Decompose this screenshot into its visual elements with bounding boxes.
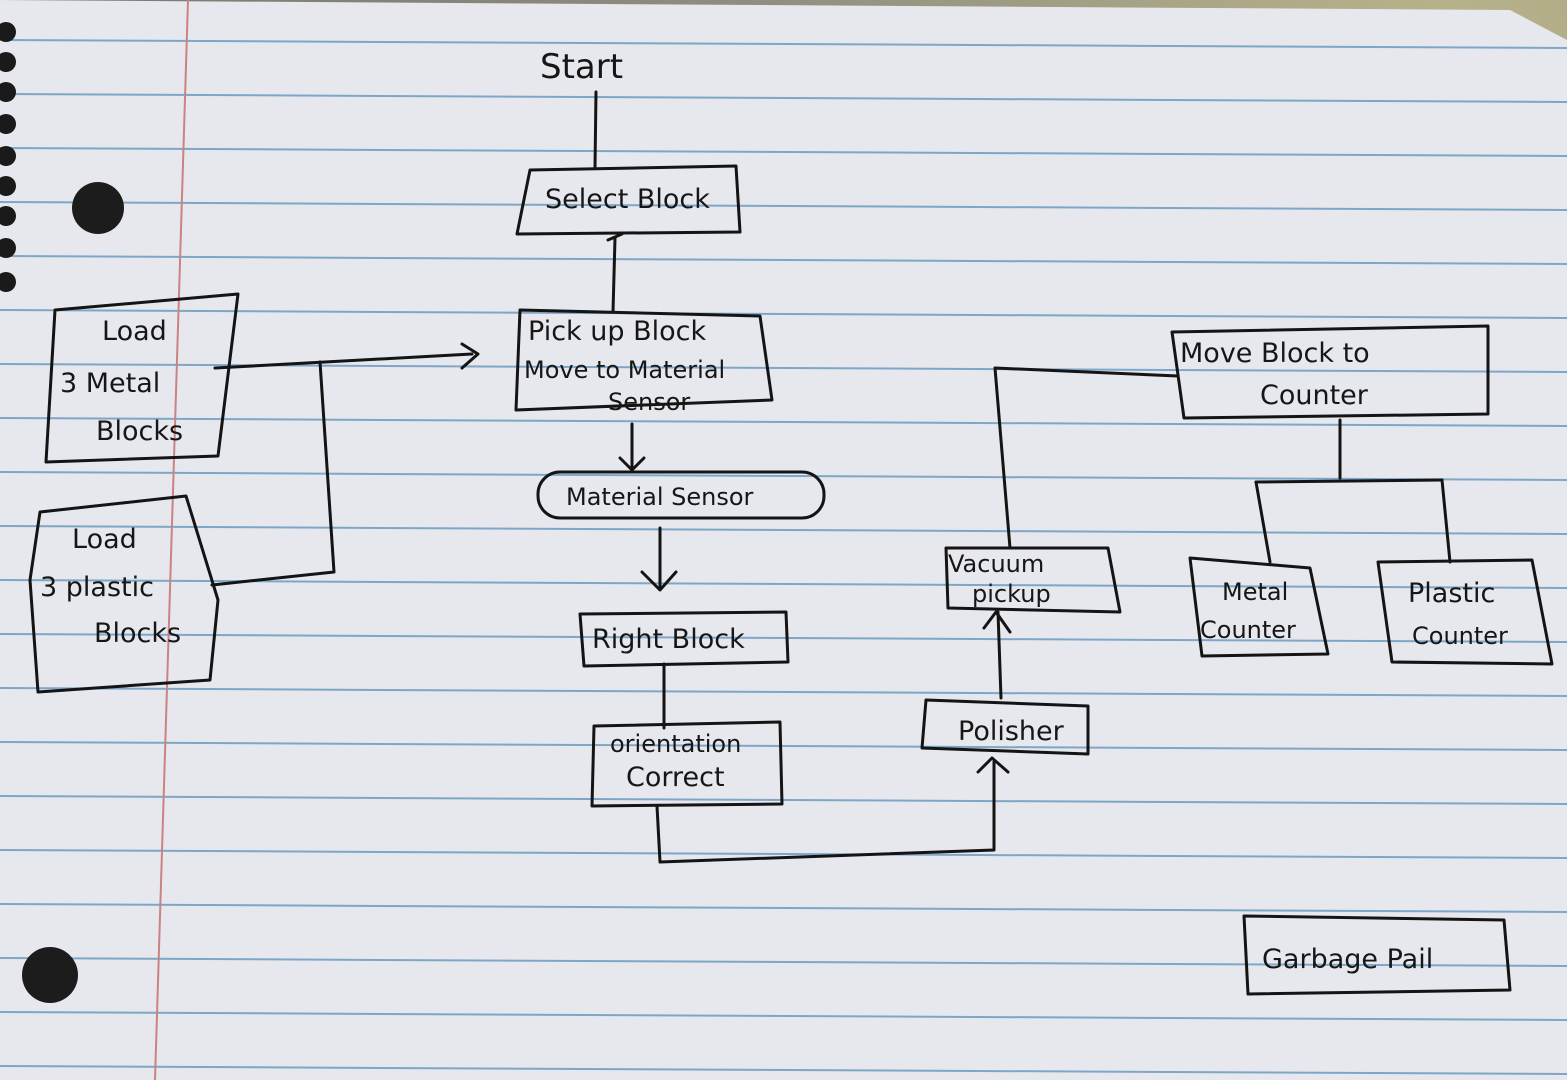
ruled-line (0, 93, 1567, 103)
orientation-line-2: Correct (626, 762, 725, 793)
right-block-node: Right Block (578, 610, 790, 668)
ruled-line (0, 795, 1567, 805)
garbage-pail-node: Garbage Pail (1242, 914, 1512, 996)
move-block-line-2: Counter (1260, 380, 1369, 411)
vacuum-line-1: Vacuum (948, 550, 1044, 578)
start-label: Start (540, 47, 623, 87)
load-plastic-line-3: Blocks (94, 618, 181, 649)
pick-up-line-3: Sensor (608, 388, 690, 416)
select-block-label: Select Block (545, 184, 710, 215)
ruled-line (0, 849, 1567, 859)
move-block-line-1: Move Block to (1180, 338, 1370, 369)
spiral-binding (0, 22, 16, 292)
ruled-line (0, 687, 1567, 697)
margin-line (154, 0, 189, 1080)
ruled-line (0, 579, 1567, 589)
load-metal-line-1: Load (102, 316, 167, 347)
garbage-pail-label: Garbage Pail (1262, 944, 1433, 975)
orientation-correct-node: orientation Correct (590, 720, 784, 808)
pick-up-line-1: Pick up Block (528, 316, 706, 347)
load-metal-node: Load 3 Metal Blocks (44, 292, 240, 464)
ruled-line (0, 525, 1567, 535)
metal-counter-line-1: Metal (1222, 578, 1288, 606)
ruled-line (0, 471, 1567, 481)
ruled-line (0, 201, 1567, 211)
vacuum-line-2: pickup (972, 580, 1051, 608)
ruled-line (0, 39, 1567, 49)
pick-up-block-node: Pick up Block Move to Material Sensor (514, 308, 774, 416)
plastic-counter-node: Plastic Counter (1376, 558, 1554, 666)
select-block-node: Select Block (515, 164, 742, 236)
right-block-label: Right Block (592, 624, 745, 655)
move-block-node: Move Block to Counter (1170, 324, 1490, 420)
ruled-line (0, 903, 1567, 913)
ruled-line (0, 309, 1567, 319)
metal-counter-node: Metal Counter (1188, 556, 1330, 658)
ruled-line (0, 957, 1567, 967)
load-plastic-line-2: 3 plastic (40, 572, 154, 603)
polisher-node: Polisher (920, 698, 1090, 756)
connector-lines (210, 90, 1452, 864)
plastic-counter-line-1: Plastic (1408, 578, 1495, 609)
ruled-line (0, 255, 1567, 265)
load-metal-line-2: 3 Metal (60, 368, 160, 399)
punched-hole (72, 182, 124, 234)
ruled-lines (0, 39, 1567, 1075)
ruled-line (0, 741, 1567, 751)
metal-counter-line-2: Counter (1200, 616, 1296, 644)
ruled-line (0, 147, 1567, 157)
load-plastic-line-1: Load (72, 524, 137, 555)
polisher-label: Polisher (958, 716, 1065, 747)
start-node: Start (540, 47, 623, 87)
load-plastic-node: Load 3 plastic Blocks (28, 494, 220, 694)
ruled-line (0, 1011, 1567, 1021)
punched-hole (22, 947, 78, 1003)
load-metal-line-3: Blocks (96, 416, 183, 447)
orientation-line-1: orientation (610, 730, 741, 758)
plastic-counter-line-2: Counter (1412, 622, 1508, 650)
pick-up-line-2: Move to Material (524, 356, 725, 384)
vacuum-pickup-node: Vacuum pickup (944, 546, 1122, 614)
ruled-line (0, 1065, 1567, 1075)
material-sensor-label: Material Sensor (566, 483, 754, 511)
ruled-line (0, 417, 1567, 427)
material-sensor-node: Material Sensor (536, 470, 826, 520)
ruled-line (0, 633, 1567, 643)
